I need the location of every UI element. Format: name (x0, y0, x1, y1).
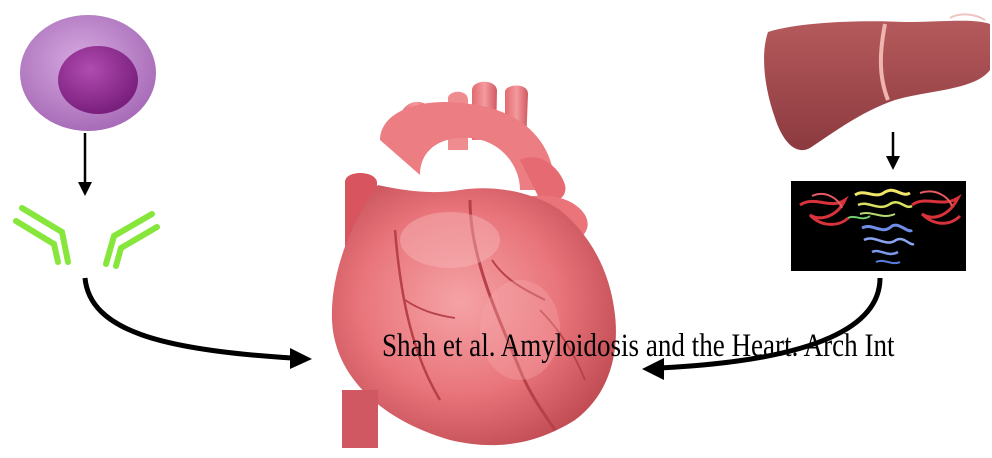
source-caption: Shah et al. Amyloidosis and the Heart. A… (382, 328, 895, 365)
